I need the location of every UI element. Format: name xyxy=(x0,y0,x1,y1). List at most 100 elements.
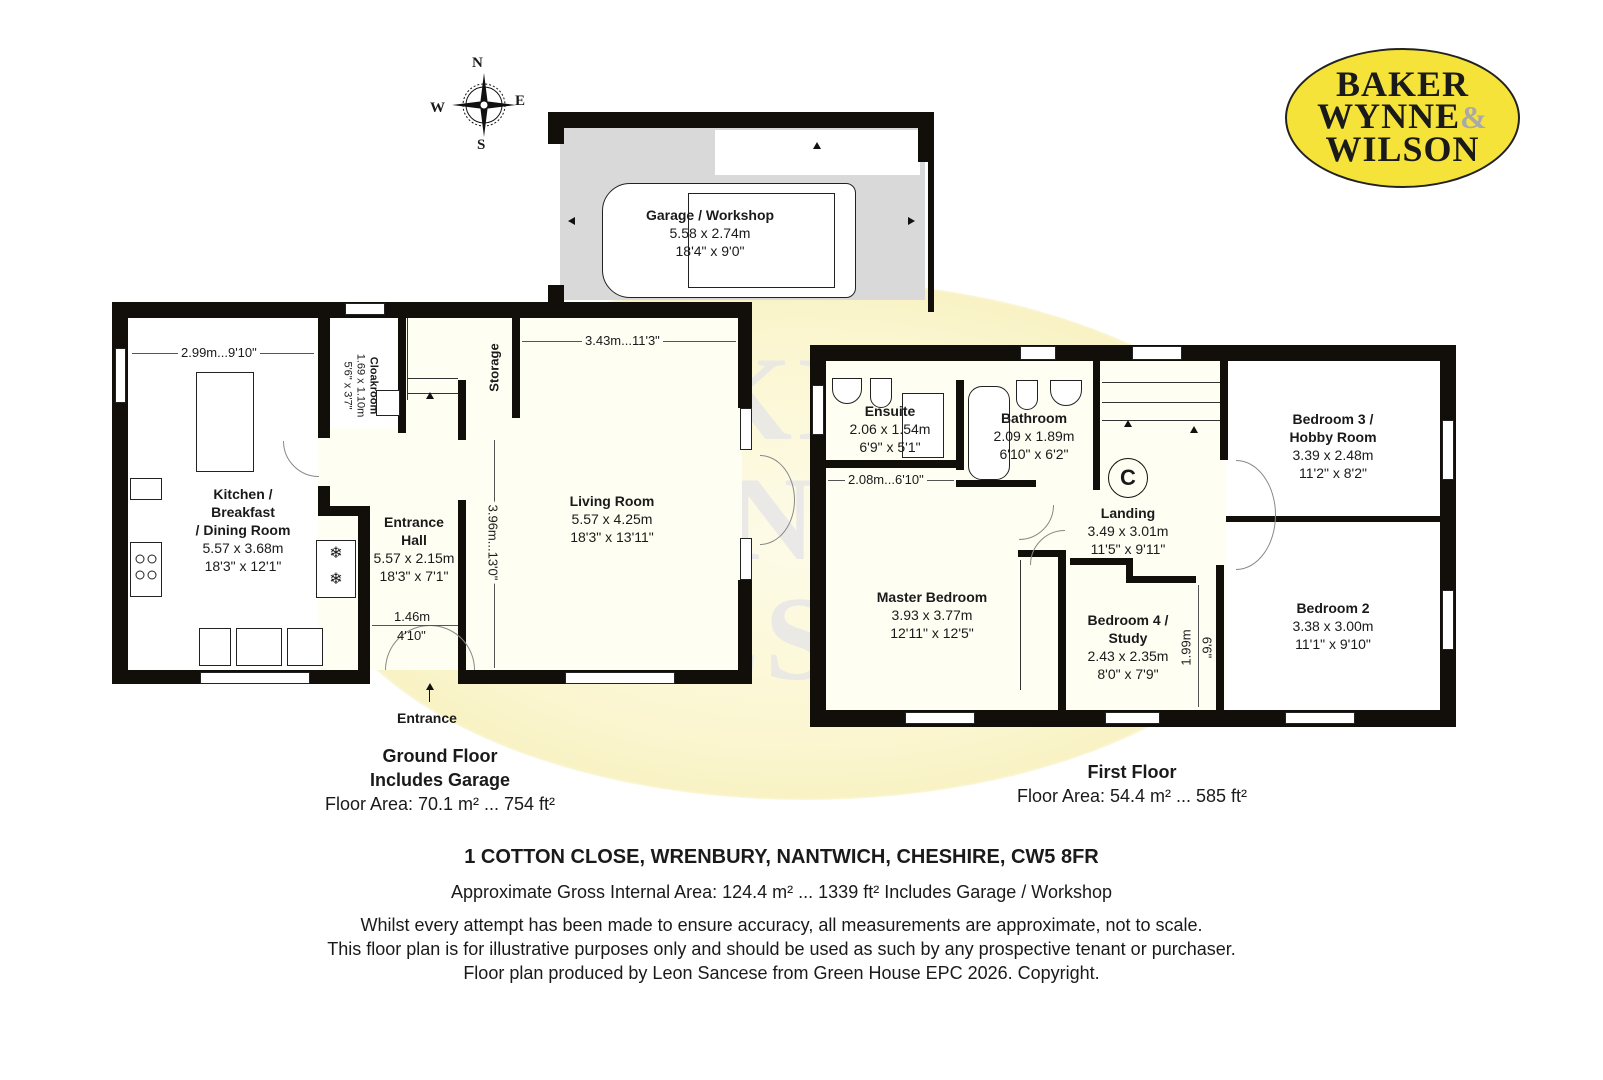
compass-e: E xyxy=(515,93,526,109)
window xyxy=(740,408,752,450)
bedroom4-label: Bedroom 4 / Study 2.43 x 2.35m 8'0" x 7'… xyxy=(1087,612,1169,682)
compass-n: N xyxy=(472,55,483,71)
master-width-dim: 2.08m...6'10" xyxy=(845,472,927,487)
window xyxy=(1132,346,1182,360)
staircase xyxy=(1102,362,1220,422)
wardrobe-door xyxy=(1020,560,1021,690)
wall xyxy=(1093,360,1100,490)
garage-bench xyxy=(715,130,920,175)
wall xyxy=(956,480,1036,487)
wall xyxy=(458,380,466,440)
garage-label: Garage / Workshop 5.58 x 2.74m 18'4" x 9… xyxy=(645,207,775,259)
sink-icon xyxy=(236,628,282,666)
master-bedroom-label: Master Bedroom 3.93 x 3.77m 12'11" x 12'… xyxy=(876,589,988,641)
logo-line-1: BAKER xyxy=(1335,64,1470,104)
window xyxy=(812,385,824,435)
window xyxy=(115,348,126,403)
disclaimer-line-2: This floor plan is for illustrative purp… xyxy=(327,939,1236,959)
logo-line-2: WYNNE xyxy=(1317,96,1461,136)
arrow xyxy=(908,217,915,225)
bathroom-label: Bathroom 2.09 x 1.89m 6'10" x 6'2" xyxy=(993,410,1075,462)
wall xyxy=(928,112,934,312)
wall xyxy=(548,285,564,305)
living-depth-dim: 3.96m...13'0" xyxy=(485,501,501,584)
bedroom2-label: Bedroom 2 3.38 x 3.00m 11'1" x 9'10" xyxy=(1292,600,1374,652)
wall xyxy=(512,318,520,418)
stairs-up-arrow-icon xyxy=(1124,420,1132,427)
dishwasher-icon xyxy=(199,628,231,666)
window xyxy=(1020,346,1056,360)
window xyxy=(565,672,675,684)
bedroom3-label: Bedroom 3 / Hobby Room 3.39 x 2.48m 11'2… xyxy=(1289,411,1377,481)
wall xyxy=(738,580,752,684)
kitchen-label: Kitchen / Breakfast / Dining Room 5.57 x… xyxy=(195,486,291,574)
ensuite-label: Ensuite 2.06 x 1.54m 6'9" x 5'1" xyxy=(849,403,931,455)
agent-logo: BAKER WYNNE& WILSON xyxy=(1285,48,1520,188)
wall xyxy=(810,345,826,727)
wall xyxy=(318,486,330,506)
window xyxy=(1105,712,1160,724)
window xyxy=(1442,420,1454,480)
logo-line-3: WILSON xyxy=(1325,129,1480,169)
shower-icon xyxy=(902,393,944,458)
wall xyxy=(112,302,752,318)
bed4-depth-m-dim: 1.99m xyxy=(1178,629,1194,666)
wall xyxy=(826,460,956,468)
staircase xyxy=(407,318,458,400)
compass-s: S xyxy=(477,137,486,153)
wall xyxy=(318,318,330,438)
wall xyxy=(1216,565,1224,710)
living-room-label: Living Room 5.57 x 4.25m 18'3" x 13'11" xyxy=(569,493,655,545)
window xyxy=(1285,712,1355,724)
arrow xyxy=(568,217,575,225)
snowflake-icon: ❄❄ xyxy=(329,545,343,588)
toilet-icon xyxy=(870,378,892,408)
ground-floor-title: Ground Floor Includes Garage Floor Area:… xyxy=(324,746,556,814)
kitchen-width-dim: 2.99m...9'10" xyxy=(178,345,260,360)
entrance-hall-label: Entrance Hall 5.57 x 2.15m 18'3" x 7'1" xyxy=(373,514,455,584)
stairs-up-arrow-icon xyxy=(1190,426,1198,433)
hall-width-m-dim: 1.46m xyxy=(394,609,431,624)
property-address: 1 COTTON CLOSE, WRENBURY, NANTWICH, CHES… xyxy=(464,846,1099,868)
disclaimer-line-3: Floor plan produced by Leon Sancese from… xyxy=(463,963,1100,983)
fridge-freezer-icon: ❄❄ xyxy=(316,540,356,598)
first-floor-title: First Floor Floor Area: 54.4 m² ... 585 … xyxy=(1016,762,1248,806)
arrow xyxy=(813,142,821,149)
wall xyxy=(1440,345,1456,727)
bath-icon xyxy=(968,386,1010,480)
toilet-icon xyxy=(1016,380,1038,410)
entrance-arrow-icon xyxy=(426,683,434,690)
wall xyxy=(318,506,368,516)
car-roof xyxy=(688,193,835,288)
wall xyxy=(548,112,564,144)
basin-icon xyxy=(832,378,862,404)
wall xyxy=(1226,516,1441,522)
wall xyxy=(956,380,964,470)
window xyxy=(1442,590,1454,650)
cloakroom-label: Cloakroom 1.69 x 1.10m 5'6" x 3'7" xyxy=(341,353,380,418)
stairs-up-arrow-icon xyxy=(426,392,434,399)
entrance-arrow-shaft xyxy=(429,690,430,702)
disclaimer-line-1: Whilst every attempt has been made to en… xyxy=(360,915,1203,935)
dimension-line xyxy=(372,625,458,626)
washing-machine-icon xyxy=(287,628,323,666)
compass-w: W xyxy=(430,100,445,116)
hob-extractor xyxy=(130,478,162,500)
entrance-label: Entrance xyxy=(397,710,457,726)
dining-table-icon xyxy=(196,372,254,472)
logo-ampersand: & xyxy=(1460,99,1488,135)
window xyxy=(345,303,385,315)
wall xyxy=(458,500,466,680)
storage-label: Storage xyxy=(486,343,502,392)
dimension-line xyxy=(1198,585,1199,707)
hall-width-ft-dim: 4'10" xyxy=(397,628,426,643)
cooker-icon xyxy=(130,542,162,597)
living-width-dim: 3.43m...11'3" xyxy=(582,333,663,348)
wall xyxy=(1070,558,1126,565)
landing-label: Landing 3.49 x 3.01m 11'5" x 9'11" xyxy=(1087,505,1169,557)
wall xyxy=(1220,360,1228,460)
compass-icon: N E S W xyxy=(430,55,530,155)
wall xyxy=(738,318,752,408)
wall xyxy=(1126,558,1133,580)
wall xyxy=(548,112,933,128)
